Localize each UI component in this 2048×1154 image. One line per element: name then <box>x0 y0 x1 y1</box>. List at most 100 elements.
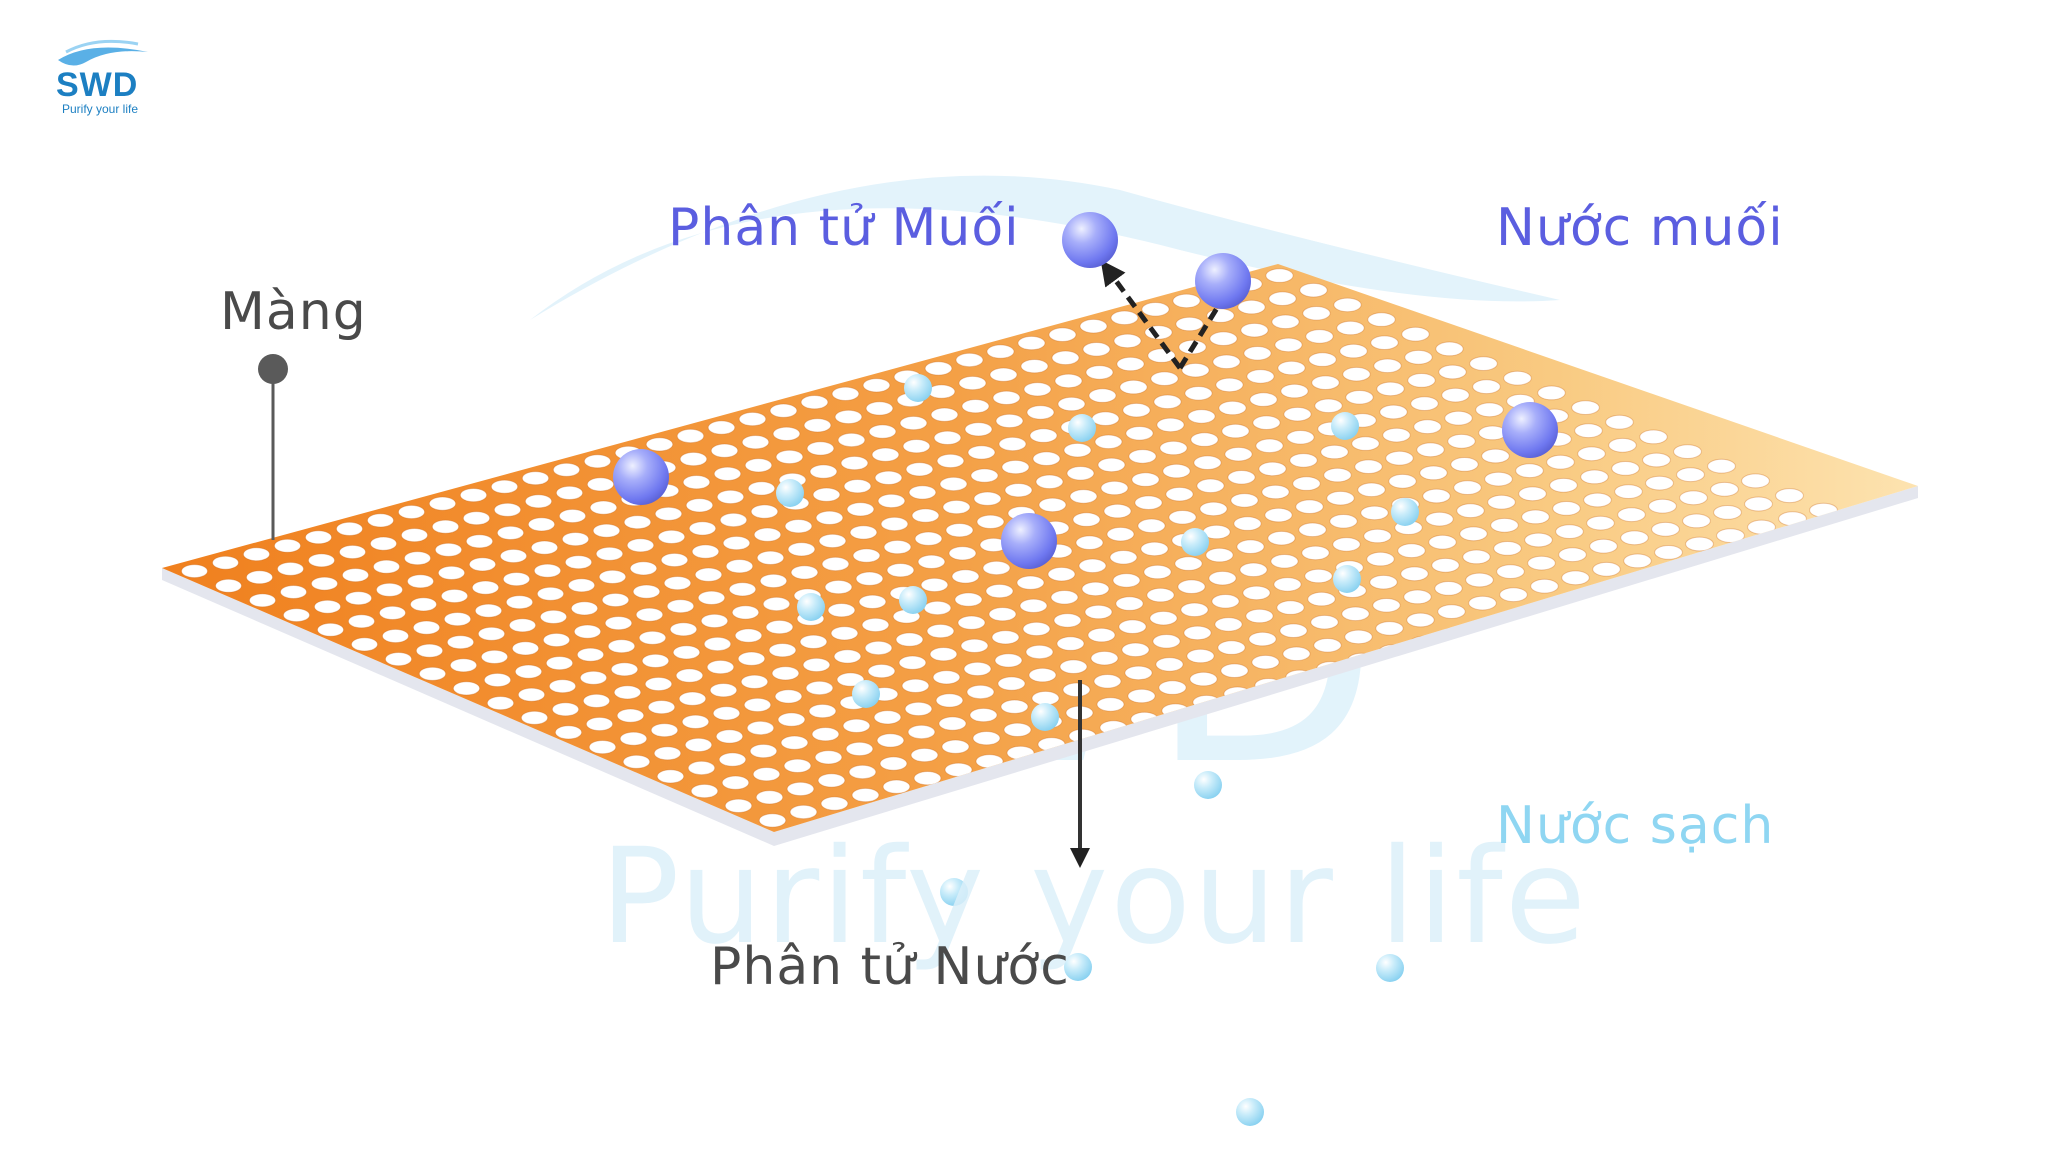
membrane-pore <box>1552 501 1581 516</box>
membrane-pore <box>957 615 986 630</box>
membrane-pore <box>871 447 900 462</box>
membrane-pore <box>1561 570 1590 586</box>
membrane-pore <box>1404 349 1433 365</box>
membrane-pore <box>1344 629 1373 645</box>
membrane-pore <box>1243 346 1272 361</box>
membrane-pore <box>452 681 481 696</box>
water-molecule <box>1181 528 1209 556</box>
membrane-pore <box>462 511 491 526</box>
membrane-pore <box>607 639 636 654</box>
membrane-pore <box>963 661 992 677</box>
membrane-pore <box>1354 459 1383 475</box>
membrane-pore <box>1648 498 1677 514</box>
membrane-pore <box>499 548 528 564</box>
membrane-pore <box>248 593 277 608</box>
membrane-pore <box>1267 530 1296 546</box>
membrane-pore <box>1127 688 1156 704</box>
water-molecule <box>1391 498 1419 526</box>
membrane-pore <box>672 645 701 660</box>
membrane-pore <box>1053 613 1082 628</box>
membrane-pore <box>1623 553 1652 569</box>
membrane-pore <box>369 536 398 551</box>
membrane-pore <box>914 531 943 546</box>
membrane-pore <box>1406 612 1435 628</box>
membrane-pore <box>1744 496 1773 512</box>
membrane-pore <box>1224 446 1253 462</box>
water-molecule <box>1236 1098 1264 1126</box>
membrane-pore <box>1608 437 1637 453</box>
membrane-pore <box>1152 634 1181 649</box>
membrane-pore <box>335 521 364 537</box>
membrane-pore <box>242 547 271 562</box>
membrane-pore <box>731 605 760 620</box>
membrane-pore <box>1205 547 1234 563</box>
membrane-pore <box>616 708 645 723</box>
membrane-pore <box>449 658 478 673</box>
membrane-pore <box>307 553 336 568</box>
membrane-pore <box>1062 682 1091 698</box>
membrane-pore <box>1248 631 1277 647</box>
membrane-pore <box>758 813 787 828</box>
membrane-pore <box>817 773 846 788</box>
membrane-pore <box>1280 383 1309 399</box>
membrane-pore <box>1843 517 1872 533</box>
membrane-pore <box>347 614 376 629</box>
membrane-pore <box>1183 625 1212 641</box>
membrane-pore <box>1521 509 1550 525</box>
membrane-pore <box>864 640 893 656</box>
membrane-pore <box>1549 477 1578 493</box>
water-molecule <box>899 586 927 614</box>
membrane-pore <box>1645 475 1674 491</box>
membrane-pore <box>948 546 977 561</box>
membrane-pore <box>845 741 874 757</box>
membrane-pore <box>279 585 308 599</box>
membrane-pore <box>215 578 242 593</box>
membrane-pore <box>1462 549 1491 565</box>
membrane-pore <box>1580 469 1609 485</box>
membrane-pore <box>406 574 435 589</box>
membrane-pore <box>645 437 674 452</box>
membrane-pore <box>707 420 736 435</box>
membrane-pore <box>789 804 818 820</box>
membrane-pore <box>939 476 968 492</box>
membrane-pore <box>836 672 865 687</box>
membrane-pore <box>1503 370 1532 386</box>
membrane-pore <box>1289 453 1318 468</box>
membrane-pore <box>1401 326 1430 342</box>
membrane-pore <box>539 609 568 625</box>
membrane-pore <box>1710 481 1739 497</box>
membrane-pore <box>831 386 860 401</box>
reject-arrow-out <box>1100 259 1183 370</box>
membrane-pore <box>747 481 776 496</box>
membrane-pore <box>765 619 794 635</box>
membrane-pore <box>1252 415 1281 431</box>
membrane-pore <box>995 413 1024 429</box>
membrane-pore <box>1081 581 1110 597</box>
membrane-pore <box>821 556 850 572</box>
membrane-pore <box>595 546 624 561</box>
membrane-pore <box>1642 452 1671 468</box>
membrane-pore <box>1153 394 1182 410</box>
membrane-pore <box>868 424 897 439</box>
membrane-pore <box>1168 510 1197 525</box>
membrane-pore <box>1676 467 1705 483</box>
membrane-pore <box>477 626 506 641</box>
salt-molecule <box>1502 402 1558 458</box>
membrane-pore <box>833 649 862 664</box>
membrane-pore <box>1063 442 1092 458</box>
membrane-pointer-dot <box>258 354 288 384</box>
water-molecule <box>1031 703 1059 731</box>
membrane-pore <box>958 375 987 391</box>
membrane-pore <box>749 743 778 759</box>
membrane-pore <box>685 498 714 513</box>
membrane-pore <box>827 603 856 618</box>
membrane-pore <box>966 684 995 700</box>
membrane-pore <box>824 579 853 595</box>
membrane-pore <box>1537 385 1566 401</box>
membrane-pore <box>1237 299 1266 315</box>
membrane-pore <box>344 591 373 606</box>
membrane-pore <box>1090 650 1119 666</box>
membrane-pore <box>1592 561 1621 577</box>
membrane-pore <box>1310 614 1339 630</box>
membrane-pore <box>1240 322 1269 338</box>
